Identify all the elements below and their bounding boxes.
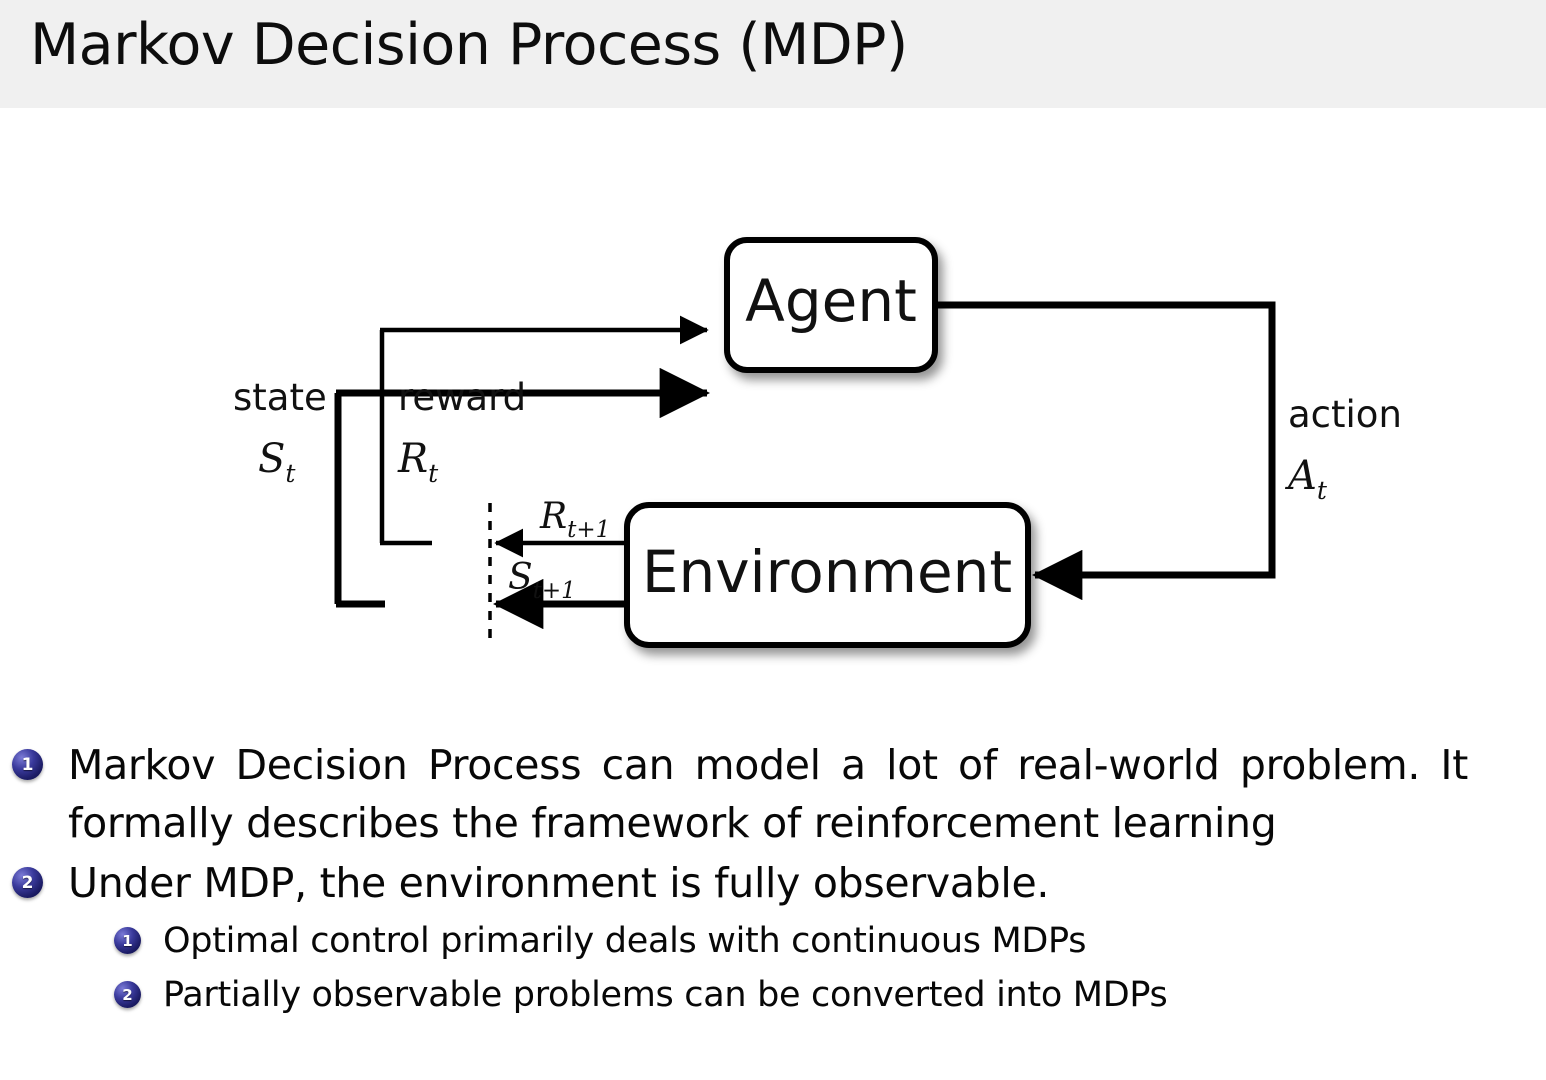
next-state-base: S bbox=[508, 557, 533, 598]
edge-label-next-state: St+1 bbox=[508, 557, 576, 604]
edge-label-next-reward: Rt+1 bbox=[539, 496, 610, 543]
sub-bullet-number-badge: 1 bbox=[114, 927, 141, 954]
reward-symbol-sub: t bbox=[428, 459, 439, 488]
action-symbol-sub: t bbox=[1317, 476, 1328, 505]
edge-action bbox=[935, 301, 1276, 601]
edge-label-action-symbol: At bbox=[1284, 453, 1328, 505]
edge-label-reward-word: reward bbox=[398, 376, 526, 419]
environment-node bbox=[624, 502, 1031, 648]
mdp-interaction-diagram: Agent Environment state St reward Rt act… bbox=[0, 110, 1546, 700]
action-symbol-base: A bbox=[1284, 453, 1317, 499]
edge-label-state-word: state bbox=[233, 376, 327, 419]
edge-label-action-word: action bbox=[1288, 393, 1402, 436]
sub-list-item: 1 Optimal control primarily deals with c… bbox=[0, 914, 1546, 968]
sub-list-item-text: Partially observable problems can be con… bbox=[163, 975, 1168, 1015]
list-item: 2 Under MDP, the environment is fully ob… bbox=[0, 854, 1546, 912]
reward-symbol-base: R bbox=[397, 436, 428, 482]
bullet-number-badge: 1 bbox=[12, 749, 43, 780]
next-state-sub: t+1 bbox=[533, 578, 576, 604]
page-title: Markov Decision Process (MDP) bbox=[30, 12, 908, 78]
sub-list-item-text: Optimal control primarily deals with con… bbox=[163, 921, 1087, 961]
state-symbol-base: S bbox=[258, 436, 285, 482]
edge-label-reward-symbol: Rt bbox=[397, 436, 439, 488]
sub-list-item: 2 Partially observable problems can be c… bbox=[0, 968, 1546, 1022]
slide-header-band bbox=[0, 0, 1546, 108]
list-item: 1 Markov Decision Process can model a lo… bbox=[0, 736, 1546, 852]
slide-bullet-list: 1 Markov Decision Process can model a lo… bbox=[0, 736, 1546, 1022]
next-reward-sub: t+1 bbox=[567, 517, 610, 543]
state-symbol-sub: t bbox=[285, 459, 296, 488]
list-item-text: Under MDP, the environment is fully obse… bbox=[68, 859, 1050, 907]
edge-label-state-symbol: St bbox=[258, 436, 296, 488]
sub-bullet-number-badge: 2 bbox=[114, 981, 141, 1008]
list-item-text: Markov Decision Process can model a lot … bbox=[68, 741, 1468, 847]
bullet-number-badge: 2 bbox=[12, 867, 43, 898]
agent-node-label: Agent bbox=[745, 267, 917, 335]
environment-node-label: Environment bbox=[642, 538, 1012, 606]
next-reward-base: R bbox=[539, 496, 567, 537]
